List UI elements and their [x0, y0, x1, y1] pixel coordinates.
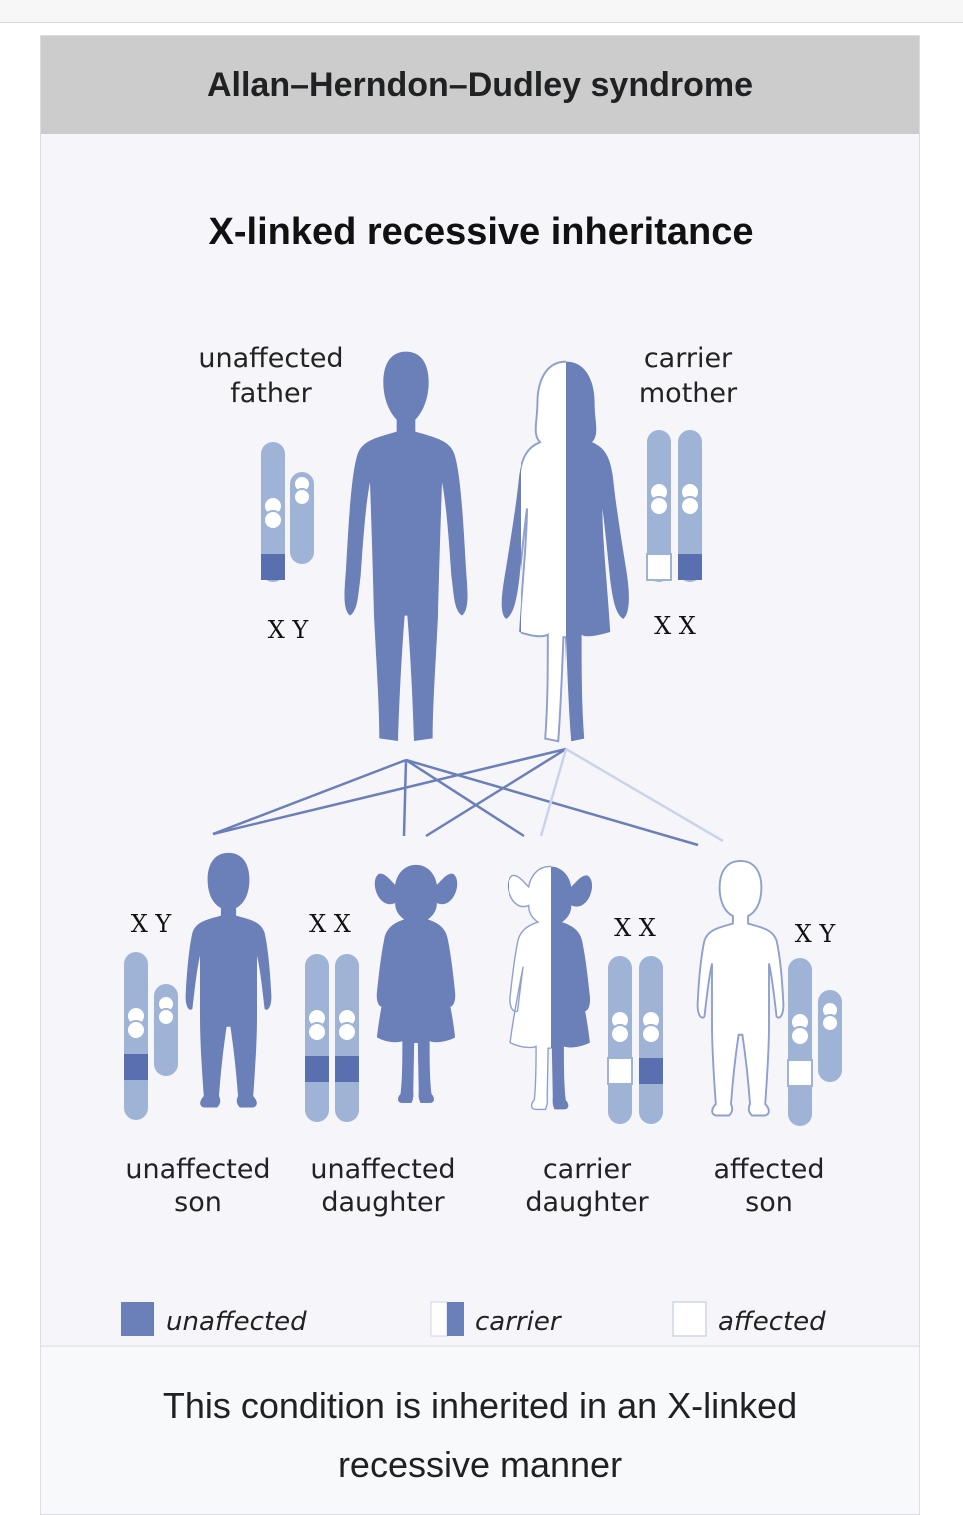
mother-label-line1: carrier — [644, 343, 733, 374]
child3-figure — [507, 865, 593, 1111]
child1-label-line2: son — [174, 1187, 222, 1218]
infobox: Allan–Herndon–Dudley syndrome — [40, 35, 920, 1515]
inheritance-svg: X-linked recessive inheritance unaffecte… — [121, 211, 842, 1337]
mother-label-line2: mother — [639, 378, 738, 409]
legend-swatch-carrier — [430, 1301, 464, 1337]
legend-label-carrier: carrier — [475, 1307, 563, 1337]
legend-swatch-affected — [672, 1301, 707, 1337]
infobox-divider — [41, 1345, 919, 1347]
father-label-line1: unaffected — [198, 343, 343, 374]
mother-chromosomes — [646, 430, 702, 582]
browser-top-bar — [0, 0, 963, 23]
legend-label-unaffected: unaffected — [166, 1307, 307, 1337]
child3-label-line1: carrier — [543, 1154, 632, 1185]
child4-chromosomes — [787, 958, 842, 1126]
child1-chromosomes — [124, 952, 178, 1120]
father-figure — [344, 351, 468, 741]
father-label-line2: father — [230, 378, 312, 409]
caption-line-1: This condition is inherited in an X-link… — [162, 1385, 798, 1426]
legend-swatch-unaffected — [121, 1302, 154, 1336]
child3-chromosome-labels: X X — [614, 914, 656, 942]
infobox-title: Allan–Herndon–Dudley syndrome — [41, 36, 919, 134]
legend-label-affected: affected — [718, 1307, 826, 1337]
caption-line-2: recessive manner — [337, 1444, 623, 1485]
child2-chromosome-labels: X X — [309, 910, 351, 938]
child1-label-line1: unaffected — [125, 1154, 270, 1185]
father-chromosome-labels: X Y — [268, 616, 310, 644]
child1-chromosome-labels: X Y — [131, 910, 173, 938]
mother-chromosome-labels: X X — [654, 612, 696, 640]
child2-figure — [374, 864, 458, 1103]
child2-chromosomes — [305, 954, 359, 1122]
child2-label-line2: daughter — [321, 1187, 445, 1218]
father-chromosomes — [261, 442, 314, 582]
child1-figure — [185, 852, 272, 1108]
child4-chromosome-labels: X Y — [795, 920, 837, 948]
child3-chromosomes — [607, 956, 663, 1124]
mother-figure — [501, 360, 629, 743]
child4-figure — [696, 859, 785, 1117]
inheritance-lines — [212, 747, 724, 847]
child2-label-line1: unaffected — [310, 1154, 455, 1185]
inheritance-diagram: X-linked recessive inheritance unaffecte… — [41, 134, 919, 1346]
child4-label-line2: son — [745, 1187, 793, 1218]
child3-label-line2: daughter — [525, 1187, 649, 1218]
legend: unaffected carrier affected — [121, 1301, 826, 1337]
diagram-title: X-linked recessive inheritance — [209, 211, 754, 253]
child4-label-line1: affected — [714, 1154, 825, 1185]
infobox-caption: This condition is inherited in an X-link… — [41, 1376, 919, 1494]
